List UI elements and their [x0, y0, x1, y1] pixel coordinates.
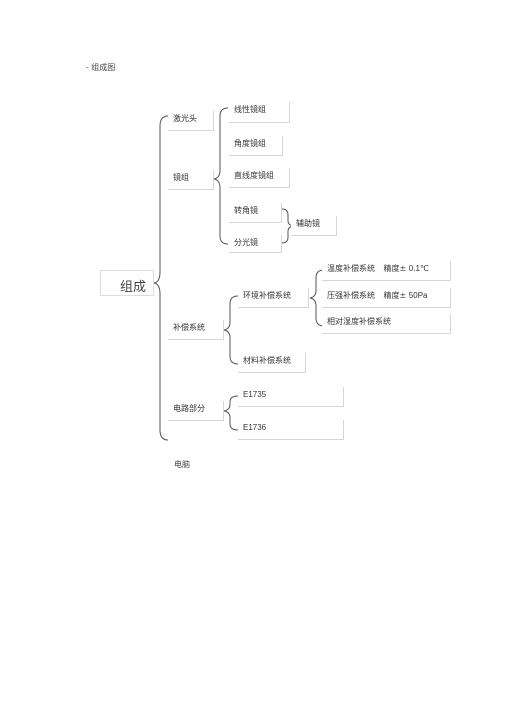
pressure-name: 压强补偿系统: [327, 291, 375, 300]
node-humidity-compensation: 相对湿度补偿系统: [322, 314, 451, 334]
node-pressure-compensation: 压强补偿系统 精度± 50Pa: [322, 288, 451, 308]
node-straightness-mirror: 直线度镜组: [229, 168, 290, 188]
mirror-brace: [213, 107, 229, 245]
root-brace: [153, 115, 169, 441]
root-node: 组成: [100, 270, 154, 296]
node-temperature-compensation: 温度补偿系统 精度± 0.1℃: [322, 261, 451, 281]
node-splitter-mirror: 分光镜: [229, 235, 282, 253]
node-material-compensation: 材料补偿系统: [238, 353, 306, 373]
node-environment-compensation: 环境补偿系统: [238, 288, 309, 308]
pressure-precision-label: 精度±: [383, 291, 407, 300]
node-laser-head: 激光头: [168, 111, 214, 131]
pressure-precision-value: 50Pa: [408, 291, 428, 300]
node-turning-mirror: 转角镜: [229, 203, 282, 223]
compensation-brace: [223, 295, 239, 365]
node-circuit: 电路部分: [168, 401, 224, 421]
node-auxiliary-mirror: 辅助镜: [291, 216, 337, 236]
temperature-precision-label: 精度±: [383, 264, 407, 273]
node-compensation: 补偿系统: [168, 320, 224, 340]
page-heading: - 组成图: [86, 63, 116, 72]
node-e1736: E1736: [238, 420, 344, 440]
footer-label: 电脑: [174, 460, 190, 469]
temperature-name: 温度补偿系统: [327, 264, 375, 273]
temperature-precision-value: 0.1℃: [408, 264, 429, 273]
node-e1735: E1735: [238, 387, 344, 407]
circuit-brace: [223, 395, 239, 431]
node-linear-mirror: 线性镜组: [229, 102, 290, 123]
environment-brace: [309, 269, 325, 327]
node-mirror-group: 镜组: [168, 170, 214, 190]
node-angle-mirror: 角度镜组: [229, 136, 283, 156]
